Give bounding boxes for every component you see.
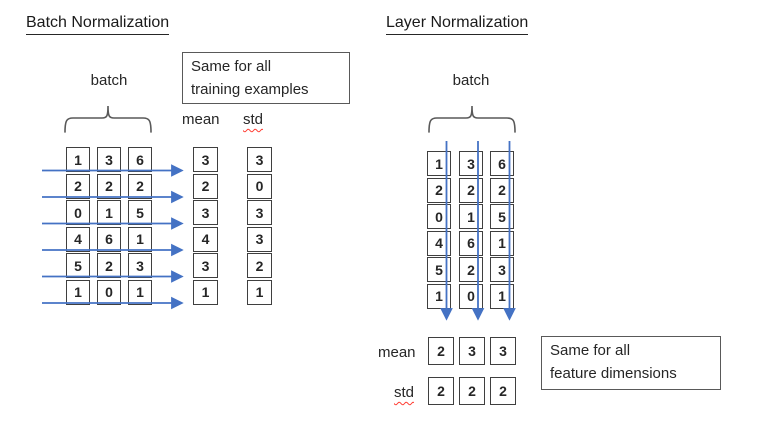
std-cell: 2 <box>490 377 516 405</box>
matrix-cell: 1 <box>97 200 121 225</box>
std-cell: 3 <box>247 200 272 225</box>
matrix-cell: 1 <box>66 147 90 172</box>
matrix-cell: 2 <box>66 173 90 199</box>
mean-cell: 3 <box>490 337 516 365</box>
mean-cell: 2 <box>428 337 454 365</box>
matrix-cell: 4 <box>66 226 90 252</box>
matrix-cell: 6 <box>459 230 483 256</box>
matrix-cell: 1 <box>427 283 451 309</box>
matrix-cell: 2 <box>128 173 152 199</box>
left-mean-label: mean <box>182 111 220 128</box>
layer-normalization-title-text: Layer Normalization <box>386 14 529 35</box>
matrix-cell: 1 <box>128 279 152 305</box>
matrix-cell: 5 <box>128 200 152 225</box>
layer-normalization-title: Layer Normalization <box>386 14 529 35</box>
same-for-all-feature-dimensions-note: Same for all feature dimensions <box>541 336 721 390</box>
std-cell: 1 <box>247 279 272 305</box>
note-line: Same for all <box>191 58 272 75</box>
matrix-cell: 0 <box>97 279 121 305</box>
matrix-cell: 6 <box>128 147 152 172</box>
note-line: training examples <box>191 81 309 98</box>
mean-cell: 4 <box>193 226 218 252</box>
matrix-cell: 2 <box>97 253 121 278</box>
matrix-cell: 0 <box>459 283 483 309</box>
std-cell: 2 <box>459 377 485 405</box>
mean-cell: 3 <box>459 337 485 365</box>
right-mean-label: mean <box>378 344 416 361</box>
matrix-cell: 5 <box>490 204 514 229</box>
left-std-column: 3 0 3 3 2 1 <box>247 147 272 305</box>
matrix-cell: 0 <box>427 204 451 229</box>
matrix-cell: 2 <box>97 173 121 199</box>
right-batch-brace-icon <box>428 105 516 133</box>
matrix-cell: 3 <box>459 151 483 176</box>
matrix-cell: 4 <box>427 230 451 256</box>
std-cell: 2 <box>428 377 454 405</box>
std-cell: 3 <box>247 226 272 252</box>
right-batch-label: batch <box>452 72 490 89</box>
right-matrix-column-2: 3 2 1 6 2 0 <box>459 151 483 309</box>
matrix-cell: 1 <box>427 151 451 176</box>
matrix-cell: 0 <box>66 200 90 225</box>
matrix-cell: 3 <box>128 253 152 278</box>
matrix-cell: 1 <box>490 283 514 309</box>
left-batch-brace-icon <box>64 105 152 133</box>
matrix-cell: 3 <box>97 147 121 172</box>
matrix-cell: 2 <box>490 177 514 203</box>
mean-cell: 2 <box>193 173 218 199</box>
std-cell: 0 <box>247 173 272 199</box>
matrix-cell: 2 <box>459 177 483 203</box>
right-matrix-column-1: 1 2 0 4 5 1 <box>427 151 451 309</box>
matrix-cell: 3 <box>490 257 514 282</box>
batch-normalization-title: Batch Normalization <box>26 14 170 35</box>
matrix-cell: 2 <box>459 257 483 282</box>
std-cell: 3 <box>247 147 272 172</box>
same-for-all-training-examples-note: Same for all training examples <box>182 52 350 104</box>
note-line: Same for all <box>550 342 631 359</box>
matrix-cell: 1 <box>490 230 514 256</box>
matrix-cell: 1 <box>459 204 483 229</box>
left-batch-label: batch <box>90 72 128 89</box>
left-mean-column: 3 2 3 4 3 1 <box>193 147 218 305</box>
matrix-cell: 6 <box>97 226 121 252</box>
matrix-cell: 2 <box>427 177 451 203</box>
note-line: feature dimensions <box>550 365 677 382</box>
mean-cell: 3 <box>193 147 218 172</box>
mean-cell: 3 <box>193 253 218 278</box>
right-std-label: std <box>394 384 415 401</box>
left-matrix-column-2: 3 2 1 6 2 0 <box>97 147 121 305</box>
right-matrix-column-3: 6 2 5 1 3 1 <box>490 151 514 309</box>
left-std-label: std <box>243 111 264 128</box>
left-matrix-column-3: 6 2 5 1 3 1 <box>128 147 152 305</box>
mean-cell: 3 <box>193 200 218 225</box>
matrix-cell: 1 <box>66 279 90 305</box>
matrix-cell: 5 <box>427 257 451 282</box>
matrix-cell: 6 <box>490 151 514 176</box>
batch-normalization-title-text: Batch Normalization <box>26 14 170 35</box>
matrix-cell: 1 <box>128 226 152 252</box>
left-matrix-column-1: 1 2 0 4 5 1 <box>66 147 90 305</box>
matrix-cell: 5 <box>66 253 90 278</box>
mean-cell: 1 <box>193 279 218 305</box>
std-cell: 2 <box>247 253 272 278</box>
